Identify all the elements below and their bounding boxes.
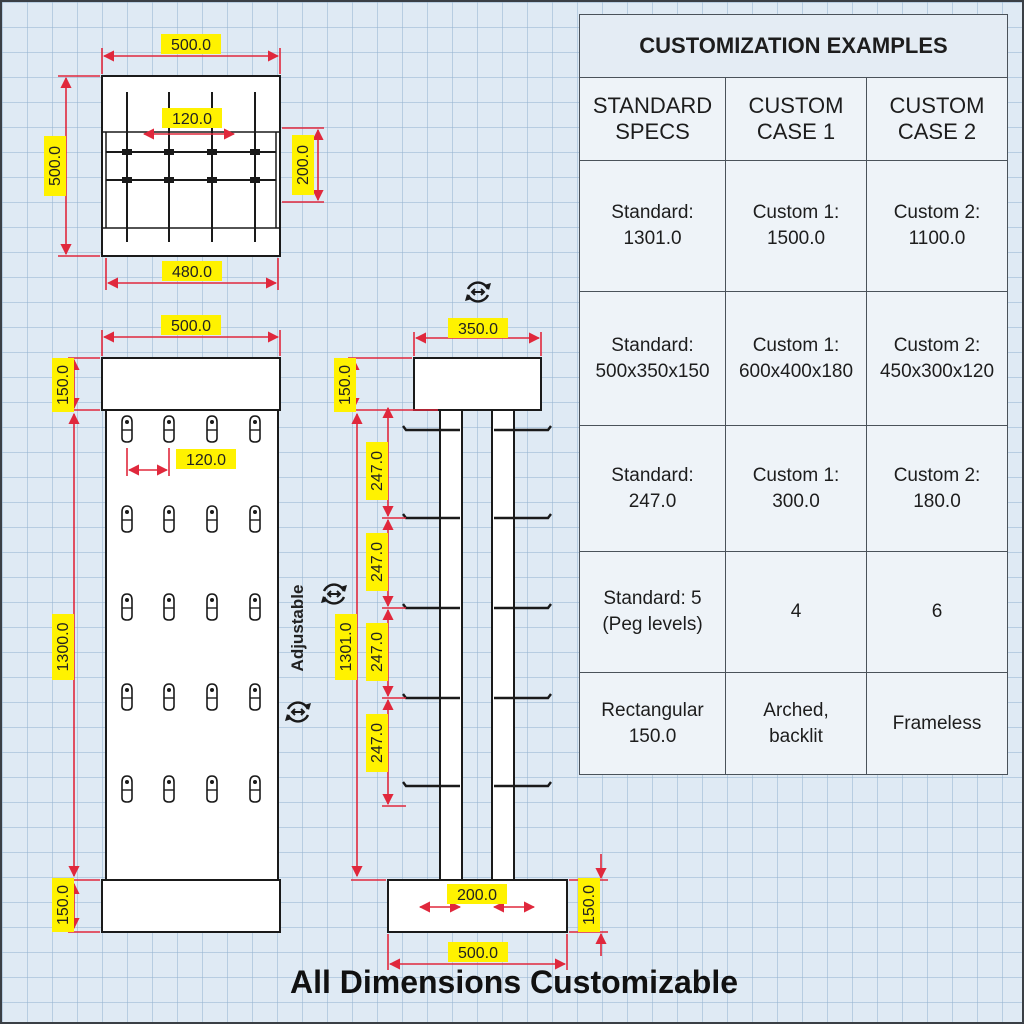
side-header-depth-label: 350.0 [448, 318, 508, 338]
svg-text:480.0: 480.0 [172, 264, 212, 281]
svg-text:350.0: 350.0 [458, 321, 498, 338]
table-cell: Custom 2:450x300x120 [866, 291, 1008, 426]
top-width-label: 500.0 [161, 34, 221, 54]
peg-hooks [402, 425, 552, 788]
side-base-height-label: 150.0 [578, 878, 600, 932]
table-cell: Custom 1:300.0 [725, 425, 867, 552]
svg-text:150.0: 150.0 [55, 365, 72, 405]
top-depth-label: 200.0 [292, 135, 314, 195]
adjustable-label: Adjustable [288, 584, 307, 672]
table-cell: Standard:247.0 [578, 425, 727, 552]
svg-text:500.0: 500.0 [171, 318, 211, 335]
table-cell: Frameless [866, 672, 1008, 775]
svg-text:200.0: 200.0 [457, 887, 497, 904]
footer-caption: All Dimensions Customizable [289, 964, 739, 1000]
table-cell: Arched,backlit [725, 672, 867, 775]
svg-text:500.0: 500.0 [458, 945, 498, 962]
side-level-spacing-label-2: 247.0 [366, 533, 388, 591]
svg-text:247.0: 247.0 [369, 451, 386, 491]
rotate-bottom-icon [283, 701, 313, 723]
rotate-mid-icon [319, 583, 349, 605]
table-cell: Standard:500x350x150 [578, 291, 727, 426]
table-cell: Custom 2:1100.0 [866, 160, 1008, 292]
side-base-width-label: 500.0 [448, 942, 508, 962]
svg-text:120.0: 120.0 [186, 452, 226, 469]
top-view [101, 75, 281, 257]
svg-text:150.0: 150.0 [337, 365, 354, 405]
side-base-inner-label: 200.0 [447, 884, 507, 904]
svg-text:1300.0: 1300.0 [55, 622, 72, 671]
front-peg-spacing-label: 120.0 [176, 449, 236, 469]
rotate-top-icon [463, 281, 493, 303]
side-header-height-label: 150.0 [334, 358, 356, 412]
svg-text:247.0: 247.0 [369, 542, 386, 582]
top-spacing-label: 120.0 [162, 108, 222, 128]
table-cell: 4 [725, 551, 867, 673]
table-row: Standard:500x350x150 Custom 1:600x400x18… [578, 291, 1008, 426]
svg-text:120.0: 120.0 [172, 111, 212, 128]
table-row: Standard:1301.0 Custom 1:1500.0 Custom 2… [578, 160, 1008, 292]
front-width-label: 500.0 [161, 315, 221, 335]
front-view [101, 357, 281, 933]
svg-text:1301.0: 1301.0 [338, 622, 355, 671]
front-panel-height-label: 1300.0 [52, 614, 74, 680]
svg-text:247.0: 247.0 [369, 723, 386, 763]
side-level-spacing-label-4: 247.0 [366, 714, 388, 772]
front-base-height-label: 150.0 [52, 878, 74, 932]
table-row: Standard:247.0 Custom 1:300.0 Custom 2:1… [578, 425, 1008, 552]
top-bottom-width-label: 480.0 [162, 261, 222, 281]
svg-text:200.0: 200.0 [295, 145, 312, 185]
svg-text:500.0: 500.0 [47, 146, 64, 186]
table-cell: Custom 1:1500.0 [725, 160, 867, 292]
svg-text:247.0: 247.0 [369, 632, 386, 672]
svg-text:500.0: 500.0 [171, 37, 211, 54]
side-level-spacing-label-3: 247.0 [366, 623, 388, 681]
side-level-spacing-label-1: 247.0 [366, 442, 388, 500]
top-height-label: 500.0 [44, 136, 66, 196]
table-row: Standard: 5(Peg levels) 4 6 [578, 551, 1008, 673]
side-total-height-label: 1301.0 [335, 614, 357, 680]
table-cell: Custom 2:180.0 [866, 425, 1008, 552]
table-cell: 6 [866, 551, 1008, 673]
side-view [387, 357, 568, 933]
table-cell: Standard:1301.0 [578, 160, 727, 292]
table-cell: Standard: 5(Peg levels) [578, 551, 727, 673]
svg-text:150.0: 150.0 [581, 885, 598, 925]
front-header-height-label: 150.0 [52, 358, 74, 412]
svg-text:150.0: 150.0 [55, 885, 72, 925]
top-view-dimensions [58, 48, 324, 290]
table-cell: Custom 1:600x400x180 [725, 291, 867, 426]
table-title: CUSTOMIZATION EXAMPLES [579, 14, 1008, 78]
